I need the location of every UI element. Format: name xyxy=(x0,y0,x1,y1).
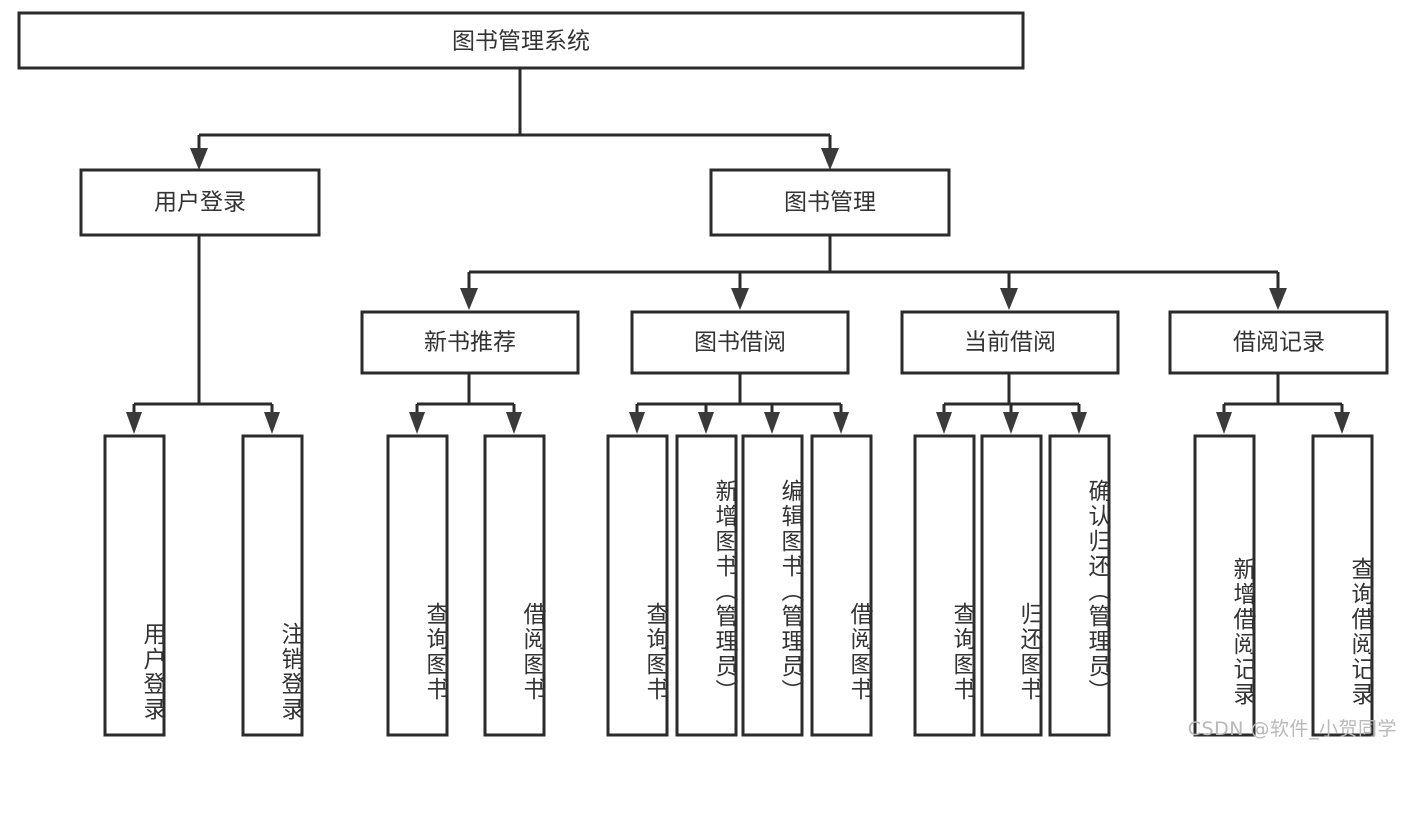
connector-group-new-book xyxy=(409,373,522,434)
leaf-group-current-borrow xyxy=(913,434,1111,737)
arrow-bb-leaf-3 xyxy=(764,412,780,434)
arrow-cb-leaf-2 xyxy=(1003,412,1019,434)
arrow-nb-leaf-2 xyxy=(506,412,522,434)
connector-group-root xyxy=(190,68,839,170)
arrow-bb-leaf-1 xyxy=(629,412,645,434)
node-current-borrow[interactable]: 当前借阅 xyxy=(900,310,1120,375)
node-book-manage-label: 图书管理 xyxy=(784,190,876,216)
arrow-br-leaf-2 xyxy=(1334,412,1350,434)
leaf-group-borrow-record xyxy=(1193,434,1374,737)
leaf-box-borrow-record-2[interactable] xyxy=(1311,434,1374,737)
node-borrow-record[interactable]: 借阅记录 xyxy=(1168,310,1389,375)
node-root[interactable]: 图书管理系统 xyxy=(17,11,1025,70)
arrow-cb-leaf-3 xyxy=(1071,412,1087,434)
arrow-cb-leaf-1 xyxy=(936,412,952,434)
leaf-box-current-borrow-2[interactable] xyxy=(980,434,1043,737)
node-book-borrow[interactable]: 图书借阅 xyxy=(630,310,850,375)
arrow-bm-to-new-book xyxy=(460,288,478,310)
connector-group-current-borrow xyxy=(936,373,1087,434)
connector-group-borrow-record xyxy=(1216,373,1350,434)
diagram-canvas: 图书管理系统 用户登录 图书管理 新书推荐 图书借阅 当前借阅 借阅记录 xyxy=(17,11,1397,740)
leaf-box-new-book-1[interactable] xyxy=(386,434,449,737)
leaf-box-book-borrow-3[interactable] xyxy=(741,434,804,737)
arrow-ul-leaf-2 xyxy=(264,412,280,434)
node-user-login[interactable]: 用户登录 xyxy=(79,168,321,237)
tree-diagram-svg: 图书管理系统 用户登录 图书管理 新书推荐 图书借阅 当前借阅 借阅记录 xyxy=(17,11,1389,737)
node-new-book-recommend[interactable]: 新书推荐 xyxy=(360,310,580,375)
leaf-box-new-book-2[interactable] xyxy=(483,434,546,737)
connector-group-book-borrow xyxy=(629,373,849,434)
arrow-bm-to-current-borrow xyxy=(1000,288,1018,310)
node-book-manage-box[interactable] xyxy=(709,168,951,237)
node-new-book-recommend-box[interactable] xyxy=(360,310,580,375)
leaf-box-book-borrow-4[interactable] xyxy=(810,434,873,737)
leaf-group-user-login xyxy=(103,434,304,737)
node-user-login-label: 用户登录 xyxy=(154,190,246,216)
leaf-box-borrow-record-1[interactable] xyxy=(1193,434,1256,737)
arrow-ul-leaf-1 xyxy=(126,412,142,434)
arrow-root-to-book-manage xyxy=(821,148,839,170)
leaf-group-new-book xyxy=(386,434,546,737)
arrow-bm-to-borrow-record xyxy=(1269,288,1287,310)
leaf-box-current-borrow-3[interactable] xyxy=(1048,434,1111,737)
node-borrow-record-label: 借阅记录 xyxy=(1233,330,1325,356)
node-root-label: 图书管理系统 xyxy=(452,29,590,55)
connector-group-user-login xyxy=(126,235,280,434)
connector-group-book-manage xyxy=(460,235,1287,310)
arrow-bb-leaf-2 xyxy=(698,412,714,434)
node-book-borrow-box[interactable] xyxy=(630,310,850,375)
arrow-bb-leaf-4 xyxy=(833,412,849,434)
leaf-box-book-borrow-2[interactable] xyxy=(675,434,738,737)
node-current-borrow-label: 当前借阅 xyxy=(964,330,1056,356)
leaf-box-book-borrow-1[interactable] xyxy=(606,434,669,737)
csdn-watermark: CSDN @软件_小贺同学 xyxy=(1187,718,1397,740)
node-current-borrow-box[interactable] xyxy=(900,310,1120,375)
node-book-borrow-label: 图书借阅 xyxy=(694,330,786,356)
leaf-box-user-login-2[interactable] xyxy=(241,434,304,737)
arrow-root-to-user-login xyxy=(190,148,208,170)
leaf-group-book-borrow xyxy=(606,434,873,737)
node-user-login-box[interactable] xyxy=(79,168,321,237)
arrow-nb-leaf-1 xyxy=(409,412,425,434)
leaf-box-user-login-1[interactable] xyxy=(103,434,166,737)
arrow-bm-to-book-borrow xyxy=(731,288,749,310)
arrow-br-leaf-1 xyxy=(1216,412,1232,434)
leaf-box-current-borrow-1[interactable] xyxy=(913,434,976,737)
node-new-book-recommend-label: 新书推荐 xyxy=(424,330,516,356)
node-root-box[interactable] xyxy=(17,11,1025,70)
node-borrow-record-box[interactable] xyxy=(1168,310,1389,375)
node-book-manage[interactable]: 图书管理 xyxy=(709,168,951,237)
